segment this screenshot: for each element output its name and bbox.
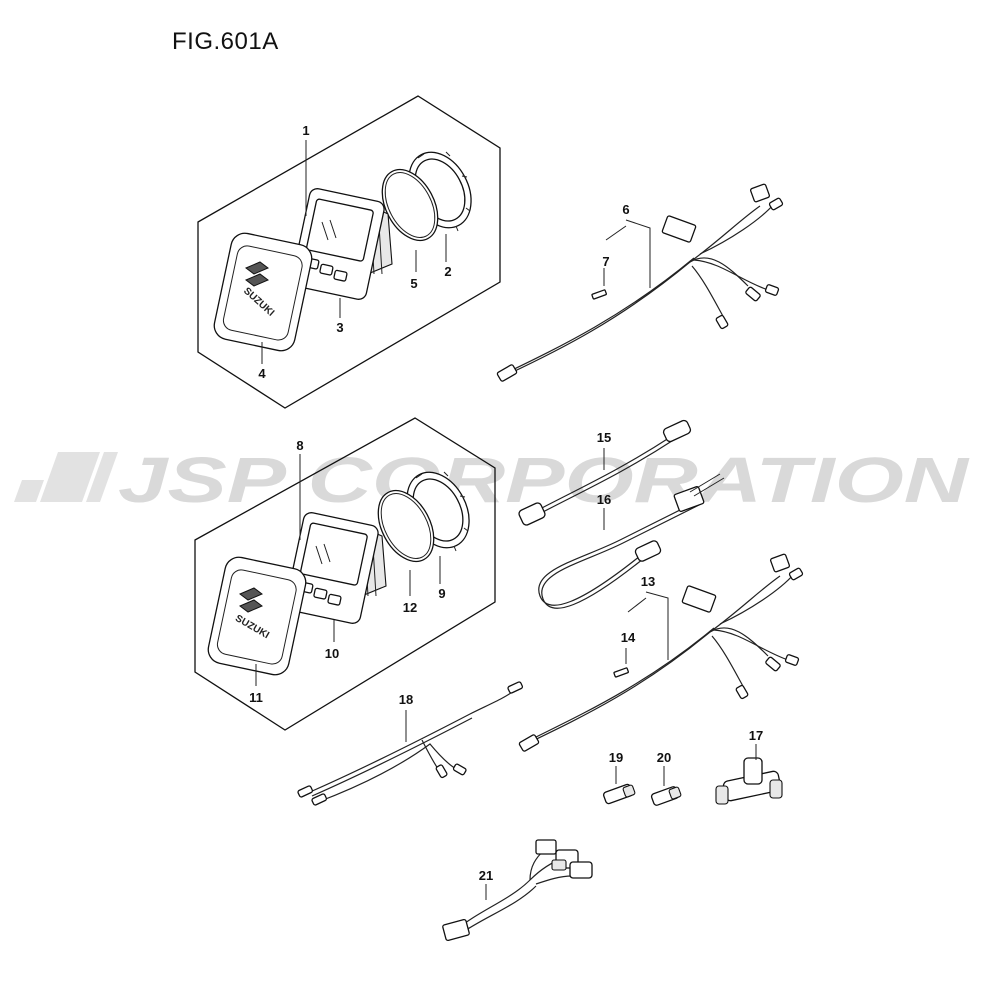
- callout-13: 13: [641, 574, 655, 589]
- callout-11: 11: [249, 690, 263, 705]
- callout-2: 2: [444, 264, 451, 279]
- figure-title: FIG.601A: [172, 28, 279, 55]
- terminator-20: [650, 766, 682, 806]
- callout-18: 18: [399, 692, 413, 707]
- callout-12: 12: [403, 600, 417, 615]
- meter-body-lower: [285, 512, 387, 624]
- callout-17: 17: [749, 728, 763, 743]
- o-ring-upper: [381, 168, 439, 242]
- connector-6p-upper: [661, 215, 697, 243]
- network-cable-16: [538, 473, 725, 609]
- o-ring-lower: [377, 489, 435, 563]
- callout-14: 14: [621, 630, 636, 645]
- callout-5: 5: [410, 276, 417, 291]
- callout-7: 7: [602, 254, 609, 269]
- t-connector-17: [715, 744, 783, 805]
- callout-8: 8: [296, 438, 303, 453]
- callout-4: 4: [258, 366, 266, 381]
- terminator-19: [602, 766, 636, 805]
- connector-plug-upper: [496, 364, 518, 382]
- callout-1: 1: [302, 123, 309, 138]
- callout-21: 21: [479, 868, 493, 883]
- suzuki-s-logo-icon: [245, 261, 269, 287]
- connector-2p-upper: [750, 183, 770, 203]
- harness-18: [297, 681, 524, 806]
- kit-box-outline-lower: [194, 417, 496, 731]
- watermark: JSP CORPORATION: [14, 444, 970, 516]
- harness-upper: [496, 183, 784, 382]
- callout-10: 10: [325, 646, 339, 661]
- gauge-kit-upper: SUZUKI: [197, 95, 501, 409]
- kit-box-outline-upper: [197, 95, 501, 409]
- callout-16: 16: [597, 492, 611, 507]
- callout-19: 19: [609, 750, 623, 765]
- watermark-logo-mark: [14, 452, 118, 502]
- network-cable-15: [518, 419, 692, 526]
- callout-15: 15: [597, 430, 611, 445]
- callout-3: 3: [336, 320, 343, 335]
- suzuki-s-logo-icon-lower: [239, 587, 263, 613]
- cover-lower: SUZUKI: [207, 556, 307, 676]
- callout-6: 6: [622, 202, 629, 217]
- callout-20: 20: [657, 750, 671, 765]
- callout-labels: 1 2 3 4 5 6 7 8 9 10 11 12 13 14 15 16 1…: [249, 123, 763, 883]
- harness-lower: [518, 553, 804, 752]
- meter-body-upper: [291, 188, 393, 300]
- harness-21: [442, 839, 593, 942]
- cover-upper: SUZUKI: [213, 232, 313, 352]
- callout-9: 9: [438, 586, 445, 601]
- gauge-kit-lower: SUZUKI: [194, 417, 496, 731]
- fuse-7: [591, 289, 607, 300]
